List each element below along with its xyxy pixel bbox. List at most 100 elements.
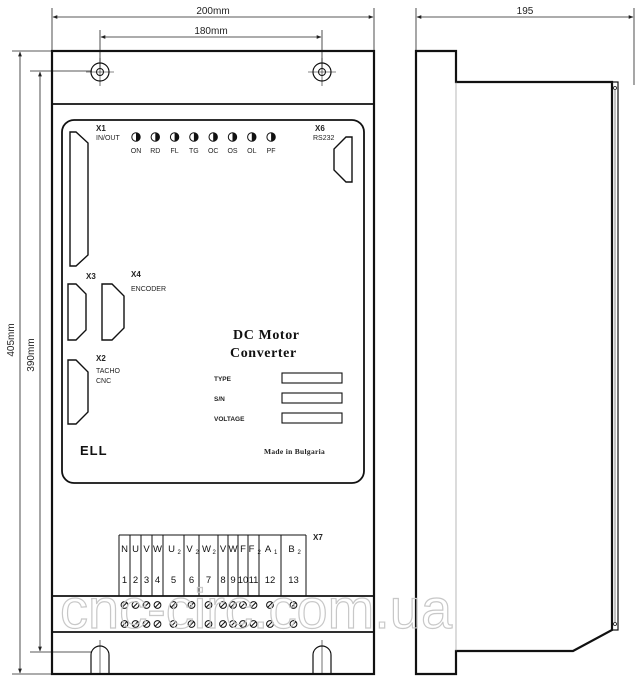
terminal-number: 11 xyxy=(249,575,259,586)
led-rd-icon xyxy=(150,132,161,142)
connector-x1 xyxy=(69,131,89,267)
terminal-label: V xyxy=(143,544,150,555)
field-sn-box xyxy=(281,392,343,404)
connector-x7-label: X7 xyxy=(313,533,323,542)
terminal-screw-icon xyxy=(120,601,129,609)
terminal-screw-icon xyxy=(153,601,162,609)
dim-hole-spacing: 180mm xyxy=(194,26,227,37)
terminal-screw-icon xyxy=(142,620,151,628)
terminal-number: 2 xyxy=(133,575,138,586)
dim-overall-height: 405mm xyxy=(6,323,17,356)
connector-x4-label: X4 xyxy=(131,270,141,279)
terminal-screw-icon xyxy=(239,620,247,628)
field-type-label: TYPE xyxy=(214,376,232,383)
led-tg-icon xyxy=(189,132,199,142)
terminal-number: 4 xyxy=(155,575,160,586)
terminal-label-sub: 2 xyxy=(196,550,200,556)
led-on-icon xyxy=(131,132,141,142)
connector-x4-desc: ENCODER xyxy=(131,286,166,293)
terminal-label: F xyxy=(240,544,246,555)
terminal-screw-icon xyxy=(131,601,140,609)
terminal-number: 5 xyxy=(171,575,176,586)
terminal-label: N xyxy=(121,544,128,555)
terminal-screw-icon xyxy=(169,601,178,609)
led-label-os: OS xyxy=(227,148,237,155)
terminal-screw-icon xyxy=(266,601,274,609)
connector-x1-desc: IN/OUT xyxy=(96,135,120,142)
terminal-label: V xyxy=(186,544,193,555)
terminal-number: 12 xyxy=(265,575,276,586)
front-panel xyxy=(61,119,365,484)
terminal-label: W xyxy=(153,544,162,555)
led-label-tg: TG xyxy=(189,148,199,155)
dim-overall-width: 200mm xyxy=(196,6,229,17)
product-title-line1: DC Motor xyxy=(233,328,300,343)
terminal-screw-icon xyxy=(266,620,274,628)
side-view xyxy=(414,49,619,676)
led-label-on: ON xyxy=(131,148,142,155)
field-sn-label: S/N xyxy=(214,396,225,403)
terminal-screw-icon xyxy=(204,601,213,609)
terminal-screw-icon xyxy=(131,620,140,628)
field-type-box xyxy=(281,372,343,384)
terminal-label-sub: 1 xyxy=(274,550,278,556)
terminal-number: 1 xyxy=(122,575,127,586)
terminal-screw-icon xyxy=(169,620,178,628)
watermark-text: cnc-circ.com.ua xyxy=(60,577,453,640)
terminal-screw-icon xyxy=(239,601,247,609)
terminal-label-sub: 2 xyxy=(258,550,262,556)
connector-x6-desc: RS232 xyxy=(313,135,335,142)
brand-logo: ELL xyxy=(80,443,108,458)
mounting-hole-top-right xyxy=(308,58,336,86)
terminal-label: W xyxy=(202,544,211,555)
terminal-label-sub: 2 xyxy=(178,550,182,556)
dimension-lines xyxy=(12,8,635,675)
terminal-number: 3 xyxy=(144,575,149,586)
led-label-oc: OC xyxy=(208,148,219,155)
dim-side-depth: 195 xyxy=(517,6,534,17)
terminal-screw-icon xyxy=(153,620,162,628)
terminal-screw-icon xyxy=(249,620,258,628)
terminal-label: A xyxy=(265,544,272,555)
terminal-label: W xyxy=(229,544,238,555)
led-label-fl: FL xyxy=(171,148,179,155)
dim-hole-height: 390mm xyxy=(26,338,37,371)
field-voltage-box xyxy=(281,412,343,424)
mounting-slot-bottom-right xyxy=(312,640,332,674)
terminal-number: 8 xyxy=(220,575,225,586)
connector-x2-label: X2 xyxy=(96,354,106,363)
status-leds: ON RD FL TG OC OS OL PF xyxy=(131,132,276,155)
terminal-label: V xyxy=(220,544,227,555)
terminal-screw-icon xyxy=(187,601,196,609)
terminal-screw-icon xyxy=(289,620,298,628)
led-label-pf: PF xyxy=(267,148,276,155)
terminal-number: 13 xyxy=(288,575,299,586)
terminal-label-sub: 2 xyxy=(213,550,217,556)
terminal-number: 6 xyxy=(189,575,194,586)
connector-x6 xyxy=(333,136,353,183)
led-label-ol: OL xyxy=(247,148,256,155)
terminal-screw-icon xyxy=(120,620,129,628)
led-os-icon xyxy=(227,132,238,142)
terminal-screw-icon xyxy=(142,601,151,609)
terminal-screw-icon xyxy=(229,620,237,628)
terminal-screw-icon xyxy=(187,620,196,628)
terminal-screw-icon xyxy=(204,620,213,628)
made-in-label: Made in Bulgaria xyxy=(264,447,325,456)
product-title-line2: Converter xyxy=(230,346,297,361)
connector-x1-label: X1 xyxy=(96,124,106,133)
terminal-screw-icon xyxy=(289,601,298,609)
connector-x2-desc1: TACHO xyxy=(96,368,121,375)
led-label-rd: RD xyxy=(150,148,160,155)
connector-x2-desc2: CNC xyxy=(96,378,111,385)
terminal-number: 7 xyxy=(206,575,211,586)
front-housing xyxy=(50,49,376,676)
terminal-label: F xyxy=(249,544,255,555)
connector-x3-label: X3 xyxy=(86,272,96,281)
connector-x4 xyxy=(101,283,125,341)
terminal-screw-icon xyxy=(229,601,237,609)
field-voltage-label: VOLTAGE xyxy=(214,416,245,423)
terminal-label: U xyxy=(132,544,139,555)
terminal-number: 9 xyxy=(230,575,235,586)
